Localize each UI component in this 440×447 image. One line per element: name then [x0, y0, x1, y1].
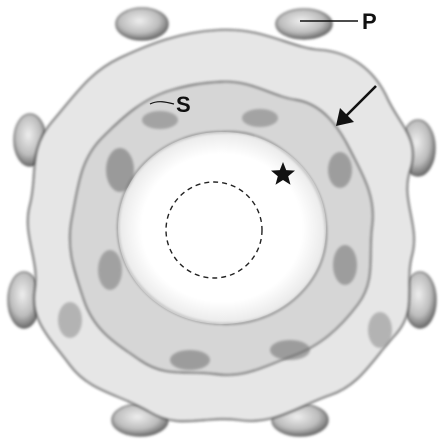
label-p: P [362, 9, 377, 34]
central-lumen [118, 132, 326, 324]
label-s: S [176, 92, 191, 117]
peripheral-domain [276, 9, 332, 39]
peripheral-domain [116, 8, 168, 40]
